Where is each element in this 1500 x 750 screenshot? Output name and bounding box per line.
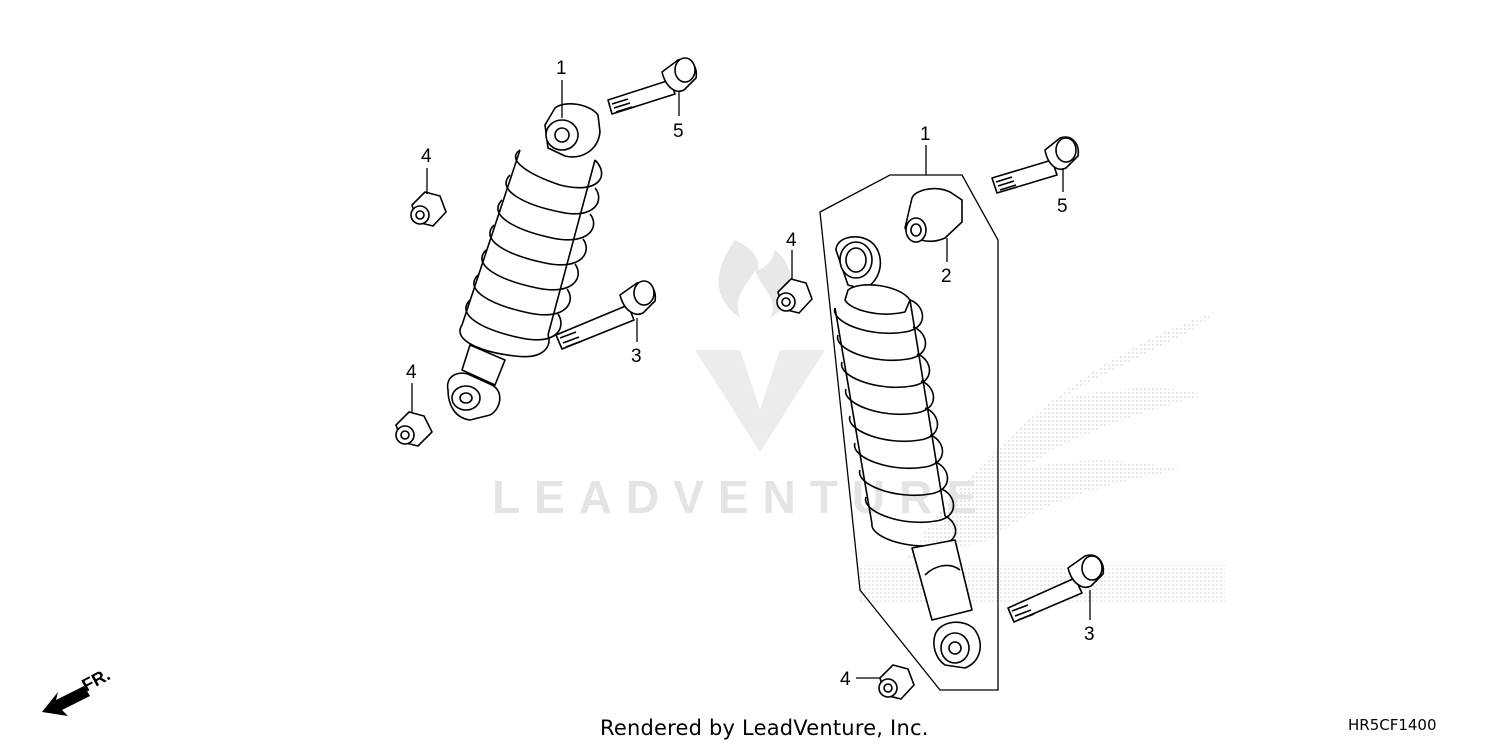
callout-4-right-bottom-nut: 4 [840, 669, 851, 690]
leadventure-watermark: LEADVENTURE [492, 240, 991, 523]
callout-3-right-bolt: 3 [1084, 624, 1095, 645]
callout-4-left-lower-nut: 4 [406, 362, 417, 383]
callout-5-right-bolt: 5 [1057, 196, 1068, 217]
callout-3-left-bolt: 3 [631, 346, 642, 367]
callout-4-left-upper-nut: 4 [421, 146, 432, 167]
right-lower-bolt [1007, 554, 1105, 623]
right-bushing [904, 187, 963, 243]
right-shock-absorber [834, 236, 981, 669]
right-upper-nut [776, 278, 813, 314]
left-lower-nut [395, 411, 433, 447]
front-arrow-icon [42, 686, 90, 716]
left-upper-nut [410, 191, 447, 227]
right-bottom-nut [878, 664, 915, 700]
leader-lines [411, 80, 1091, 679]
render-credit: Rendered by LeadVenture, Inc. [600, 716, 929, 740]
callout-5-left-bolt: 5 [673, 121, 684, 142]
left-middle-bolt [555, 280, 657, 350]
callout-1-left-shock: 1 [556, 58, 567, 79]
left-shock-absorber [446, 103, 603, 421]
left-top-bolt [607, 57, 698, 115]
right-frame-outline [819, 174, 999, 691]
front-direction-indicator: FR. [42, 664, 113, 716]
callout-1-right-shock: 1 [920, 124, 931, 145]
callout-2-right-bushing: 2 [941, 266, 952, 287]
watermark-text: LEADVENTURE [492, 471, 991, 523]
diagram-code: HR5CF1400 [1348, 716, 1437, 734]
callout-4-right-upper-nut: 4 [786, 230, 797, 251]
right-top-bolt [991, 136, 1080, 194]
